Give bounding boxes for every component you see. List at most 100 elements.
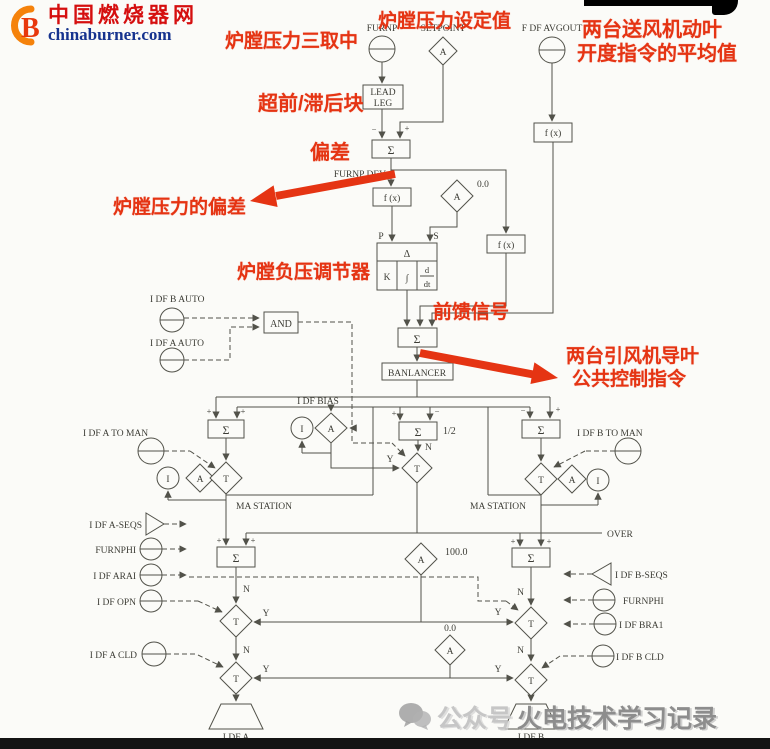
svg-text:A: A xyxy=(197,475,204,485)
i-df-opn-label: I DF OPN xyxy=(97,598,136,608)
svg-text:T: T xyxy=(528,620,534,630)
svg-text:LEG: LEG xyxy=(374,99,393,109)
watermark-prefix: 公众号 xyxy=(437,705,513,733)
sigma7-plus-right: + xyxy=(547,536,552,546)
sigma6-plus-right: + xyxy=(251,535,256,545)
sigma1-summer-block: Σ xyxy=(371,139,411,159)
svg-text:f (x): f (x) xyxy=(545,128,562,139)
site-logo: B 中国燃烧器网 chinaburner.com xyxy=(6,4,198,46)
furnphi-left-transmitter-icon xyxy=(139,537,163,561)
svg-text:A: A xyxy=(454,193,461,203)
sigma5-summer-block: Σ xyxy=(521,419,561,439)
bias-analog-icon: A xyxy=(314,412,348,444)
svg-text:A: A xyxy=(440,48,447,58)
i-df-bra1-label: I DF BRA1 xyxy=(619,621,664,631)
svg-text:A: A xyxy=(418,556,425,566)
and-gate-block: AND xyxy=(263,311,299,334)
svg-text:100.0: 100.0 xyxy=(445,547,468,558)
svg-text:T: T xyxy=(414,465,420,475)
banlancer-block: BANLANCER xyxy=(381,362,454,381)
right-ma-station-group: T A I MA STATION xyxy=(470,462,610,512)
annotation-furnace-pressure-controller: 炉膛负压调节器 xyxy=(237,262,371,283)
svg-text:K: K xyxy=(384,273,391,283)
logo-site-name: 中国燃烧器网 xyxy=(48,3,198,27)
svg-text:LEAD: LEAD xyxy=(370,88,395,98)
svg-text:T: T xyxy=(528,677,534,687)
half-gain-label: 1/2 xyxy=(443,426,456,437)
svg-text:Σ: Σ xyxy=(233,551,240,565)
annotation-arrow-left xyxy=(250,170,396,207)
i-df-a-to-man-label: I DF A TO MAN xyxy=(83,429,148,439)
t8-y-label: Y xyxy=(263,665,270,675)
logo-domain: chinaburner.com xyxy=(48,25,172,44)
annotation-feedforward: 前馈信号 xyxy=(433,302,510,323)
pid-p-input-label: P xyxy=(378,232,383,242)
setpoint-analog-block: A xyxy=(428,36,458,66)
svg-text:Σ: Σ xyxy=(415,425,422,439)
i-df-b-seqs-triangle-icon xyxy=(591,562,612,586)
i-df-b-cld-transmitter-icon xyxy=(591,644,615,668)
sigma2-summer-block: Σ xyxy=(397,327,438,348)
analog-hundred-block: A 100.0 xyxy=(404,542,468,576)
t10-n-label: N xyxy=(517,646,524,656)
pid-s-input-label: S xyxy=(433,232,438,242)
svg-text:Δ: Δ xyxy=(404,249,411,260)
sigma4-summer-block: Σ 1/2 xyxy=(398,421,456,441)
i-df-arai-transmitter-icon xyxy=(139,563,163,587)
svg-text:A: A xyxy=(328,425,335,435)
sigma6-plus-left: + xyxy=(217,535,222,545)
f-df-avgout-transmitter-icon xyxy=(538,36,566,64)
i-df-a-cld-transmitter-icon xyxy=(141,641,167,667)
flame-logo-icon: B xyxy=(11,5,40,46)
sigma1-plus-sign: + xyxy=(405,123,410,133)
i-df-a-to-man-transmitter-icon xyxy=(137,437,165,465)
mid-transfer-group: N Y T xyxy=(387,443,433,484)
analog-zero-bottom-block: 0.0 A xyxy=(434,624,466,666)
sigma4-plus-sign: + xyxy=(392,408,397,418)
top-right-black-banner xyxy=(584,0,716,6)
furnphi-right-transmitter-icon xyxy=(592,588,616,612)
svg-text:Σ: Σ xyxy=(528,551,535,565)
lead-lag-block: LEAD LEG xyxy=(362,84,404,110)
i-df-a-auto-label: I DF A AUTO xyxy=(150,339,204,349)
svg-text:AND: AND xyxy=(270,319,292,330)
i-df-a-auto-transmitter-icon xyxy=(159,347,185,373)
svg-text:I: I xyxy=(166,475,169,485)
sigma5-minus-sign: − xyxy=(521,405,526,415)
i-df-b-to-man-transmitter-icon xyxy=(614,437,642,465)
sigma1-minus-sign: − xyxy=(372,124,377,134)
pid-controller-block: Δ K ∫ d dt xyxy=(376,242,438,291)
sigma3-plus-right: + xyxy=(241,406,246,416)
watermark-name: 火电技术学习记录 xyxy=(517,705,718,733)
dashed-wires xyxy=(162,314,615,669)
annotation-fd-fan-avg-line1: 两台送风机动叶 xyxy=(582,19,722,41)
svg-text:Σ: Σ xyxy=(388,143,395,157)
svg-text:0.0: 0.0 xyxy=(477,180,489,190)
svg-text:f (x): f (x) xyxy=(384,193,401,204)
t9-transfer-block: T xyxy=(514,606,548,640)
svg-text:dt: dt xyxy=(424,279,431,289)
i-df-bra1-transmitter-icon xyxy=(593,612,617,636)
svg-text:N: N xyxy=(425,443,432,453)
over-label: OVER xyxy=(607,530,634,540)
t9-y-label: Y xyxy=(495,608,502,618)
svg-text:f (x): f (x) xyxy=(498,240,515,251)
analog-zero-block: A 0.0 xyxy=(440,179,489,213)
svg-text:BANLANCER: BANLANCER xyxy=(388,369,447,379)
annotation-lead-lag: 超前/滞后块 xyxy=(258,93,364,115)
wechat-icon xyxy=(399,703,431,730)
i-df-arai-label: I DF ARAI xyxy=(93,572,136,582)
i-df-a-seqs-triangle-icon xyxy=(145,512,165,536)
sigma3-plus-left: + xyxy=(207,406,212,416)
svg-text:Σ: Σ xyxy=(223,423,230,437)
annotation-pressure-deviation: 炉膛压力的偏差 xyxy=(113,197,247,218)
i-df-a-cld-label: I DF A CLD xyxy=(90,651,137,661)
i-df-b-auto-transmitter-icon xyxy=(159,307,185,333)
sigma4-minus-sign: − xyxy=(435,406,440,416)
i-df-b-auto-label: I DF B AUTO xyxy=(150,295,205,305)
t7-y-label: Y xyxy=(263,609,270,619)
sigma7-summer-block: Σ xyxy=(511,547,551,568)
ma-station-right-label: MA STATION xyxy=(470,502,526,512)
sigma7-plus-left: + xyxy=(511,536,516,546)
svg-text:A: A xyxy=(447,647,454,657)
